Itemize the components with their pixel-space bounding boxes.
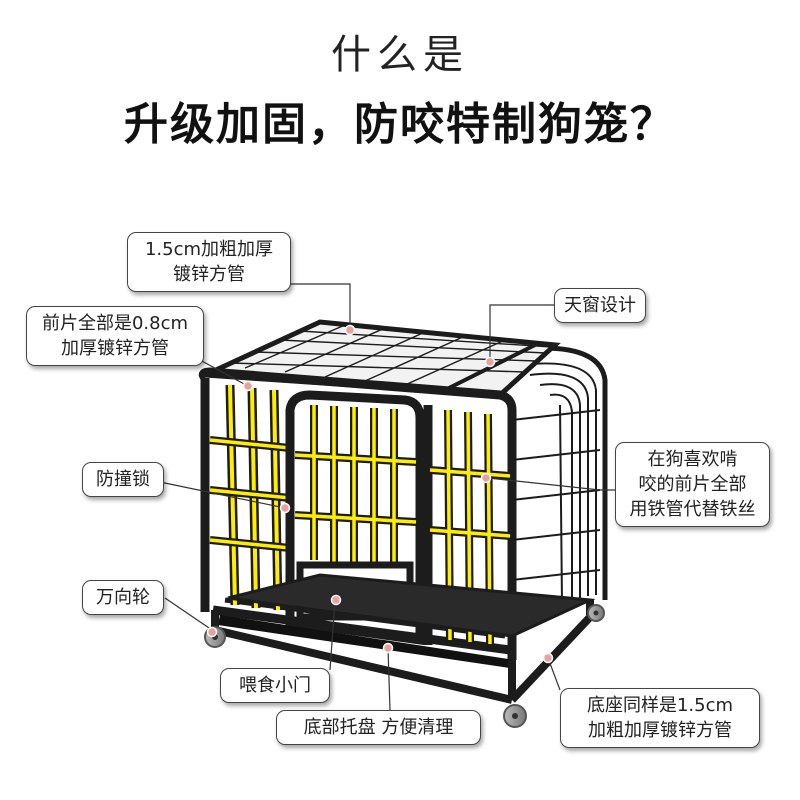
- caster-wheel: [503, 704, 527, 728]
- callout-text: 1.5cm加粗加厚: [144, 239, 274, 260]
- callout-bite-proof: 在狗喜欢啃 咬的前片全部 用铁管代替铁丝: [615, 442, 770, 527]
- caster-wheel: [587, 604, 605, 622]
- callout-lock: 防撞锁: [82, 462, 164, 497]
- callout-skylight: 天窗设计: [554, 288, 646, 323]
- callout-text: 加粗加厚镀锌方管: [588, 720, 732, 741]
- front-door: [285, 390, 425, 646]
- callout-text: 加厚镀锌方管: [61, 338, 169, 359]
- callout-text: 前片全部是0.8cm: [41, 313, 189, 334]
- callout-text: 用铁管代替铁丝: [629, 499, 756, 520]
- callout-text: 底座同样是1.5cm: [586, 695, 734, 716]
- callout-base: 底座同样是1.5cm 加粗加厚镀锌方管: [560, 688, 760, 748]
- side-wire-panel: [509, 345, 608, 604]
- callout-markers: [206, 324, 554, 664]
- callout-text: 咬的前片全部: [638, 474, 747, 495]
- callout-text: 底部托盘 方便清理: [303, 717, 454, 738]
- left-panel-bars: [209, 384, 291, 611]
- callout-tray: 底部托盘 方便清理: [276, 710, 481, 745]
- callout-feeding-door: 喂食小门: [220, 668, 330, 703]
- callout-front-panel: 前片全部是0.8cm 加厚镀锌方管: [26, 306, 204, 366]
- callout-pointers: [159, 283, 615, 711]
- callout-text: 在狗喜欢啃: [647, 449, 738, 470]
- callout-text: 镀锌方管: [173, 264, 245, 285]
- callout-frame-tube: 1.5cm加粗加厚 镀锌方管: [127, 232, 291, 292]
- callout-wheel: 万向轮: [82, 580, 164, 615]
- callout-text: 万向轮: [96, 587, 150, 608]
- callout-text: 防撞锁: [96, 469, 150, 490]
- subtitle: 什么是: [331, 32, 469, 78]
- headline: 升级加固，防咬特制狗笼？: [124, 99, 676, 150]
- callout-text: 天窗设计: [564, 295, 636, 316]
- callout-text: 喂食小门: [239, 675, 311, 696]
